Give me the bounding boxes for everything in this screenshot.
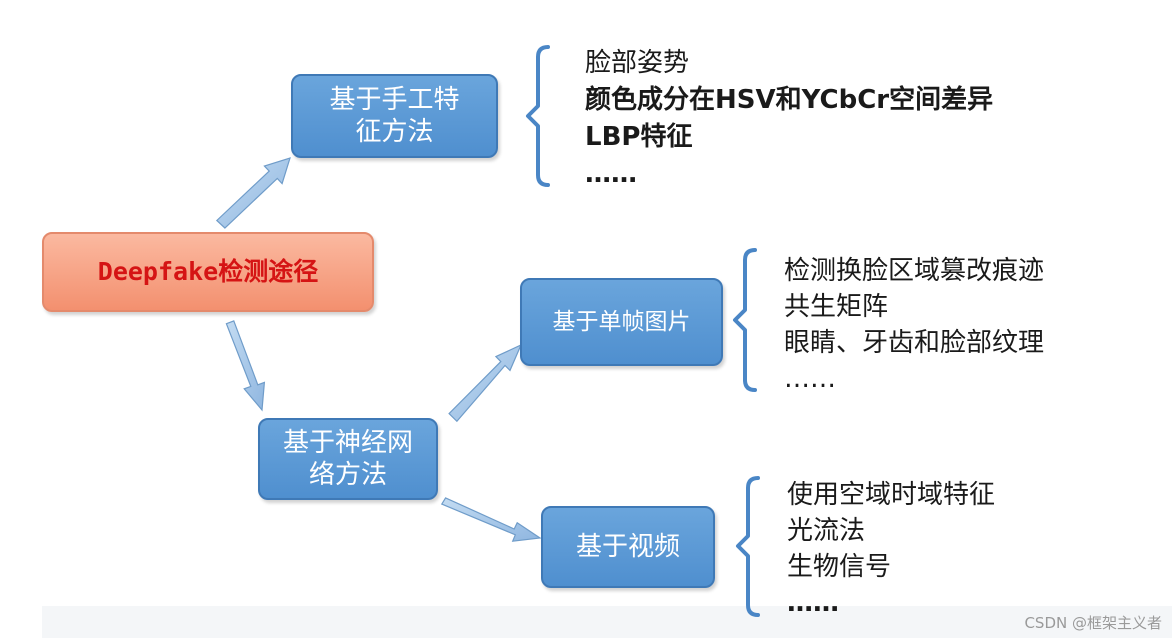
neural-node-label: 基于神经网 络方法	[282, 427, 413, 491]
root-node: Deepfake检测途径	[42, 232, 374, 312]
list-item: 眼睛、牙齿和脸部纹理	[784, 328, 1045, 358]
bracket-video	[736, 476, 760, 617]
single-frame-list: 检测换脸区域篡改痕迹 共生矩阵 眼睛、牙齿和脸部纹理 ……	[784, 258, 1044, 402]
video-list: 使用空域时域特征 光流法 生物信号 ……	[787, 482, 995, 626]
bottom-band	[42, 606, 1172, 638]
handcrafted-node: 基于手工特 征方法	[291, 74, 498, 158]
handcrafted-list: 脸部姿势 颜色成分在HSV和YCbCr空间差异 LBP特征 ……	[585, 50, 993, 198]
watermark: CSDN @框架主义者	[1024, 614, 1162, 632]
root-node-label: Deepfake检测途径	[97, 257, 319, 287]
list-item: 颜色成分在HSV和YCbCr空间差异	[585, 85, 994, 115]
list-item: ……	[585, 159, 637, 189]
list-item: ……	[787, 588, 839, 618]
bracket-single-frame	[733, 248, 757, 392]
list-item: 使用空域时域特征	[787, 480, 996, 510]
list-item: 脸部姿势	[585, 48, 690, 78]
arrow-root-to-neural	[225, 320, 266, 412]
single-frame-node-label: 基于单帧图片	[552, 308, 691, 335]
neural-node: 基于神经网 络方法	[258, 418, 438, 500]
bracket-handcrafted	[526, 45, 550, 187]
handcrafted-node-label: 基于手工特 征方法	[329, 84, 460, 148]
list-item: ……	[784, 364, 836, 394]
list-item: LBP特征	[585, 122, 693, 152]
list-item: 检测换脸区域篡改痕迹	[784, 256, 1045, 286]
list-item: 共生矩阵	[784, 292, 889, 322]
arrow-neural-to-video	[440, 497, 542, 542]
video-node: 基于视频	[541, 506, 715, 588]
list-item: 生物信号	[787, 552, 892, 582]
list-item: 光流法	[787, 516, 866, 546]
arrow-neural-to-single-frame	[448, 343, 523, 423]
single-frame-node: 基于单帧图片	[520, 278, 723, 366]
video-node-label: 基于视频	[575, 531, 680, 562]
arrow-root-to-handcrafted	[215, 157, 291, 229]
